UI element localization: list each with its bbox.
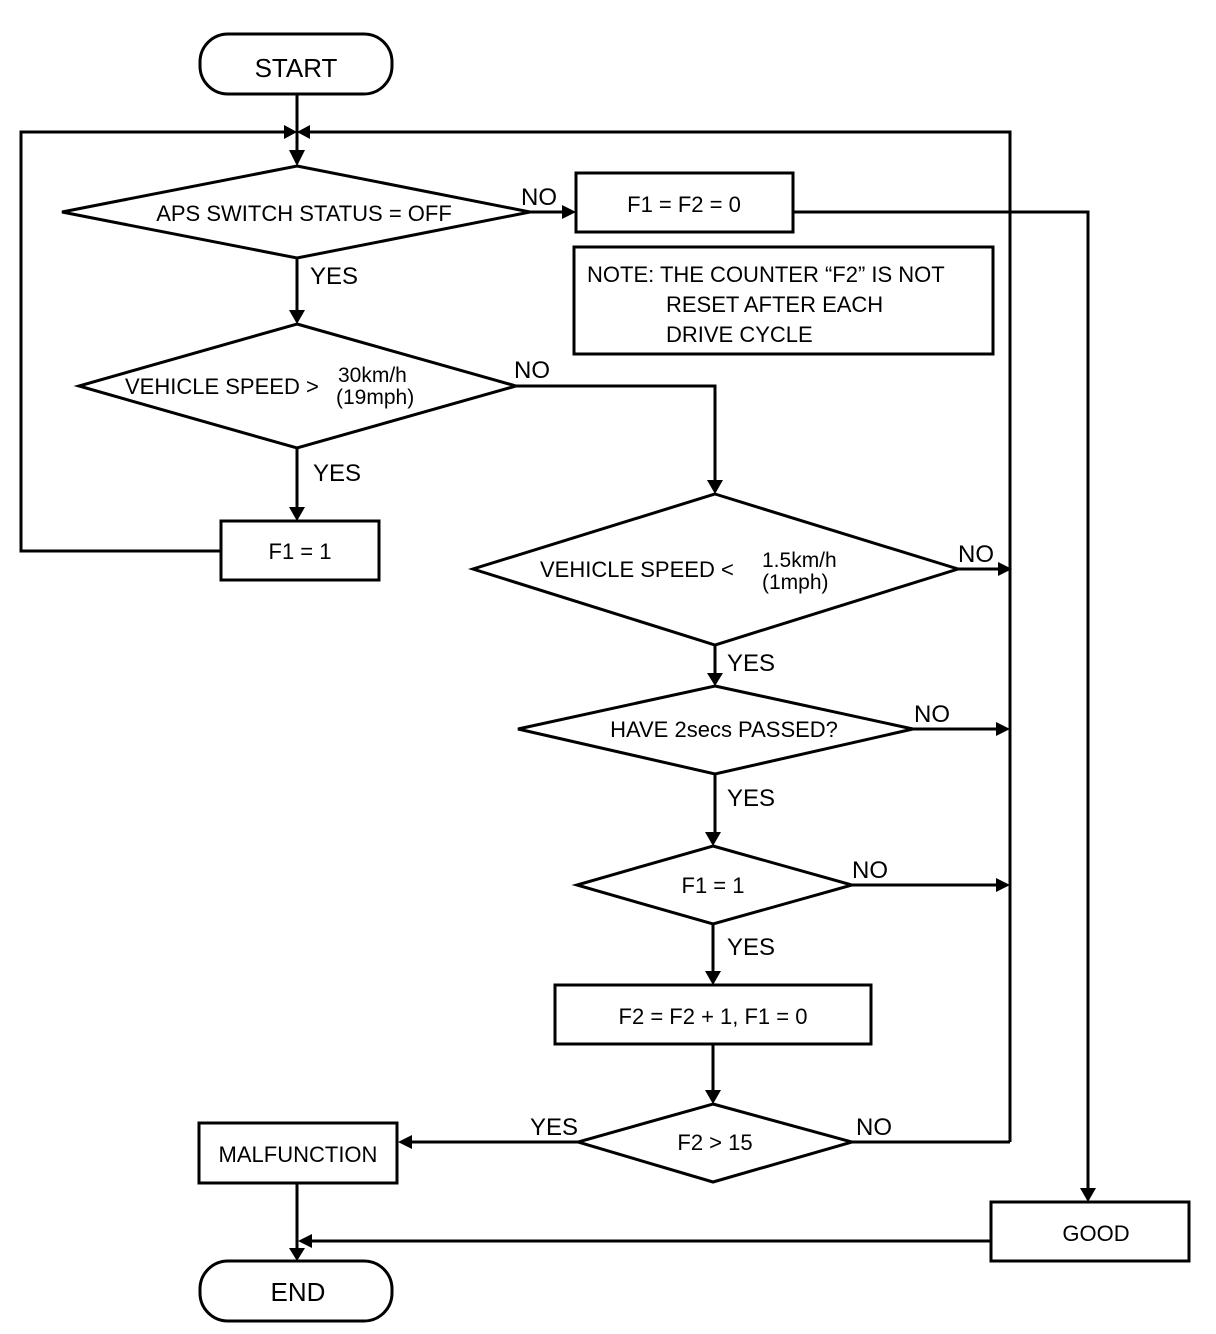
label-2secs-yes: YES (727, 785, 775, 812)
arrowhead-icon (996, 878, 1010, 892)
label-f2check-no: NO (856, 1114, 892, 1141)
process-set-f1: F1 = 1 (219, 519, 381, 582)
note-line-2: RESET AFTER EACH (666, 292, 883, 317)
arrowhead-icon (297, 125, 310, 139)
decision-speed-high: VEHICLE SPEED > 30km/h (19mph) (73, 322, 522, 450)
process-increment-label: F2 = F2 + 1, F1 = 0 (619, 1004, 808, 1029)
arrowhead-icon (707, 480, 723, 494)
end-label: END (271, 1277, 326, 1307)
label-2secs-no: NO (914, 701, 950, 728)
arrowhead-icon (562, 205, 576, 219)
decision-aps-switch-label: APS SWITCH STATUS = OFF (156, 201, 452, 226)
decision-speed-high-value: 30km/h (338, 364, 407, 387)
arrowhead-icon (996, 722, 1010, 736)
label-aps-yes: YES (310, 263, 358, 290)
decision-speed-low-label: VEHICLE SPEED < (540, 557, 734, 582)
arrowhead-icon (289, 310, 305, 324)
decision-aps-switch: APS SWITCH STATUS = OFF (61, 164, 531, 260)
decision-speed-high-alt: (19mph) (336, 386, 414, 409)
process-good: GOOD (989, 1200, 1191, 1263)
end-terminal: END (198, 1259, 394, 1323)
decision-speed-low-alt: (1mph) (762, 571, 829, 594)
label-f2check-yes: YES (530, 1114, 578, 1141)
connector-speedhigh-no (516, 384, 717, 486)
label-speedhigh-no: NO (514, 357, 550, 384)
arrowhead-icon (705, 832, 721, 846)
decision-f1-check-label: F1 = 1 (682, 873, 745, 898)
label-speedhigh-yes: YES (313, 460, 361, 487)
process-reset-flags: F1 = F2 = 0 (574, 171, 795, 234)
arrowhead-icon (289, 1248, 305, 1261)
arrowhead-icon (707, 673, 723, 686)
arrowhead-icon (398, 1135, 412, 1149)
note-line-1: NOTE: THE COUNTER “F2” IS NOT (587, 262, 945, 287)
decision-f2-check-label: F2 > 15 (677, 1130, 752, 1155)
arrowhead-icon (705, 1090, 721, 1104)
process-set-f1-label: F1 = 1 (269, 539, 332, 564)
process-reset-flags-label: F1 = F2 = 0 (627, 192, 741, 217)
arrowhead-icon (289, 507, 305, 521)
note-box: NOTE: THE COUNTER “F2” IS NOT RESET AFTE… (572, 245, 995, 356)
label-speedlow-no: NO (958, 541, 994, 568)
process-increment: F2 = F2 + 1, F1 = 0 (553, 983, 873, 1046)
process-malfunction: MALFUNCTION (197, 1121, 399, 1185)
process-malfunction-label: MALFUNCTION (219, 1142, 378, 1167)
arrowhead-icon (284, 125, 297, 139)
process-good-label: GOOD (1062, 1221, 1129, 1246)
arrowhead-icon (289, 150, 305, 166)
decision-f2-check: F2 > 15 (572, 1102, 858, 1184)
decision-speed-low: VEHICLE SPEED < 1.5km/h (1mph) (467, 492, 964, 647)
note-line-3: DRIVE CYCLE (666, 322, 813, 347)
start-terminal: START (198, 32, 394, 96)
arrowhead-icon (705, 971, 721, 985)
connector-reset-to-good (793, 210, 1090, 1194)
arrowhead-icon (1080, 1188, 1096, 1202)
arrowhead-icon (298, 1234, 312, 1248)
label-f1check-yes: YES (727, 934, 775, 961)
decision-speed-low-value: 1.5km/h (762, 549, 837, 572)
decision-f1-check: F1 = 1 (571, 844, 858, 926)
label-aps-no: NO (521, 184, 557, 211)
arrowhead-icon (998, 562, 1012, 576)
label-speedlow-yes: YES (727, 650, 775, 677)
connector-loop-left (19, 130, 290, 553)
connector-loop-right (304, 130, 1012, 1142)
decision-two-secs: HAVE 2secs PASSED? (517, 684, 914, 776)
start-label: START (255, 53, 338, 83)
label-f1check-no: NO (852, 857, 888, 884)
decision-two-secs-label: HAVE 2secs PASSED? (610, 717, 838, 742)
decision-speed-high-label: VEHICLE SPEED > (125, 374, 319, 399)
